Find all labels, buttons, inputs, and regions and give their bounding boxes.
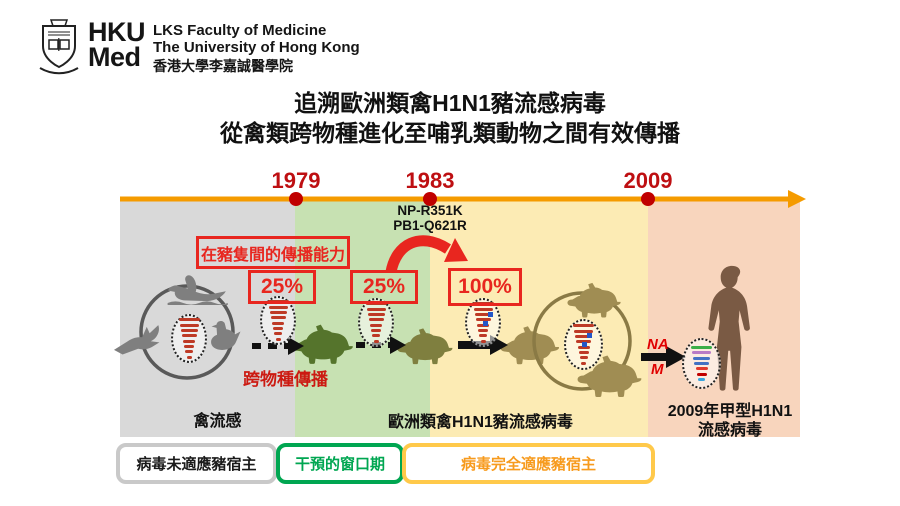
logo-wordmark: HKU Med: [88, 17, 146, 72]
timeline: [120, 190, 806, 208]
transmissibility-label-box: 在豬隻間的傳播能力: [196, 236, 350, 269]
faculty-name-block: LKS Faculty of Medicine The University o…: [153, 22, 360, 75]
legend-fully-adapted: 病毒完全適應豬宿主: [402, 443, 655, 484]
mutation-pb1: PB1-Q621R: [393, 218, 467, 233]
logo-acronym-line2: Med: [88, 42, 141, 72]
pandemic-virus-line1: 2009年甲型H1N1: [667, 403, 793, 420]
olive-pig-silhouette: [397, 328, 453, 365]
genome-icon-swine-mutated: [465, 298, 501, 347]
avian-cycle-circle: [139, 284, 235, 380]
genome-icon-swine-green: [358, 298, 394, 347]
brown-pig-silhouette: [500, 326, 559, 365]
green-pig-silhouette: [292, 324, 353, 364]
timeline-dot-1983: [423, 192, 437, 206]
year-2009: 2009: [623, 168, 673, 193]
mutation-labels: NP-R351K PB1-Q621R: [369, 203, 491, 233]
genome-icon-avian-cycle: [171, 314, 207, 363]
pct-box-100: 100%: [448, 268, 522, 306]
mutation-np: NP-R351K: [397, 203, 463, 218]
page-title: 追溯歐洲類禽H1N1豬流感病毒 從禽類跨物種進化至哺乳類動物之間有效傳播: [0, 88, 900, 148]
genome-icon-swine-cycle: [564, 319, 603, 370]
faculty-line2: The University of Hong Kong: [153, 39, 360, 56]
ea-swine-virus-label: 歐洲類禽H1N1豬流感病毒: [388, 414, 573, 431]
avian-flu-label: 禽流感: [193, 413, 242, 430]
timeline-dot-2009: [641, 192, 655, 206]
logo-acronym-line1: HKU: [88, 17, 146, 47]
hku-crest-icon: [39, 19, 79, 75]
pct-box-1979: 25%: [248, 270, 316, 304]
year-1979: 1979: [271, 168, 321, 193]
faculty-line1: LKS Faculty of Medicine: [153, 22, 327, 39]
pandemic-virus-line2: 流感病毒: [697, 422, 762, 439]
cross-species-label: 跨物種傳播: [243, 370, 328, 389]
pandemic-virus-label: 2009年甲型H1N1 流感病毒: [650, 402, 810, 440]
page-title-line1: 追溯歐洲類禽H1N1豬流感病毒: [294, 90, 606, 116]
m-segment-label: M: [651, 361, 664, 378]
page-title-line2: 從禽類跨物種進化至哺乳類動物之間有效傳播: [220, 120, 680, 146]
year-1983: 1983: [405, 168, 455, 193]
red-curved-arrow: [385, 235, 468, 274]
legend-intervention-window: 干預的窗口期: [276, 443, 404, 484]
legend-not-adapted: 病毒未適應豬宿主: [116, 443, 277, 484]
pct-box-1983: 25%: [350, 270, 418, 304]
swine-cycle-top-pig: [567, 282, 621, 318]
na-segment-label: NA: [647, 336, 669, 353]
timeline-dot-1979: [289, 192, 303, 206]
faculty-line3: 香港大學李嘉誠醫學院: [153, 58, 293, 74]
genome-icon-pandemic-reassortant: [682, 338, 721, 389]
standing-duck-silhouette: [211, 320, 241, 350]
flying-duck-silhouette: [113, 325, 160, 355]
